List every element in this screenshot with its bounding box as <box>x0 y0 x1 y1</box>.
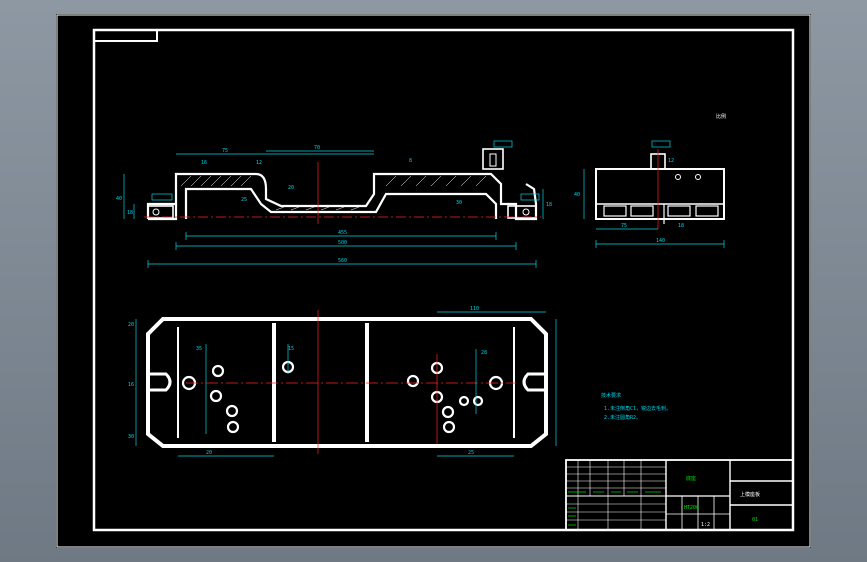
svg-text:8: 8 <box>409 158 412 164</box>
svg-text:25: 25 <box>468 450 474 456</box>
outer-frame <box>56 14 811 548</box>
svg-text:18: 18 <box>127 210 133 216</box>
plan-view: 110 20 16 30 20 25 35 15 28 <box>128 306 557 457</box>
side-view: 140 40 75 18 12 <box>574 140 725 248</box>
front-dim-overall: 560 <box>338 258 347 264</box>
svg-text:75: 75 <box>222 148 228 154</box>
title-material: HT200 <box>684 505 699 511</box>
svg-text:140: 140 <box>656 238 665 244</box>
svg-text:18: 18 <box>546 202 552 208</box>
svg-text:35: 35 <box>196 346 202 352</box>
title-part-name: 底座 <box>686 475 696 482</box>
svg-text:40: 40 <box>574 192 580 198</box>
svg-text:110: 110 <box>470 306 479 312</box>
svg-text:25: 25 <box>241 197 247 203</box>
title-sheet: 01 <box>752 517 758 523</box>
note-2: 2.未注圆角R2。 <box>604 414 641 421</box>
svg-text:12: 12 <box>256 160 262 166</box>
svg-text:16: 16 <box>201 160 207 166</box>
svg-text:30: 30 <box>456 200 462 206</box>
svg-text:15: 15 <box>288 346 294 352</box>
title-scale: 1:2 <box>701 522 710 528</box>
svg-text:16: 16 <box>128 382 134 388</box>
svg-text:40: 40 <box>116 196 122 202</box>
svg-text:70: 70 <box>314 145 320 151</box>
front-dim-inner: 455 <box>338 230 347 236</box>
inner-frame <box>92 28 795 532</box>
technical-notes: 技术要求 1.未注倒角C1，锐边去毛刺。 2.未注圆角R2。 <box>601 392 671 421</box>
front-view: 560 500 455 75 70 40 18 18 16 12 8 25 20… <box>116 140 552 268</box>
section-hatch <box>180 175 487 211</box>
svg-text:20: 20 <box>206 450 212 456</box>
note-1: 1.未注倒角C1，锐边去毛刺。 <box>604 405 671 412</box>
plan-holes <box>181 360 504 434</box>
svg-text:30: 30 <box>128 434 134 440</box>
cad-drawing: 比例 560 <box>56 14 811 548</box>
front-dim-span: 500 <box>338 240 347 246</box>
svg-text:20: 20 <box>128 322 134 328</box>
svg-text:20: 20 <box>288 185 294 191</box>
notes-title: 技术要求 <box>601 392 621 399</box>
svg-text:18: 18 <box>678 223 684 229</box>
corner-label-box <box>93 29 158 42</box>
title-drawing-title: 上模座板 <box>740 491 760 498</box>
svg-text:28: 28 <box>481 350 487 356</box>
scale-note: 比例 <box>716 113 726 120</box>
title-block: 底座 上模座板 HT200 1:2 01 <box>565 459 794 531</box>
svg-text:75: 75 <box>621 223 627 229</box>
svg-text:12: 12 <box>668 158 674 164</box>
cad-viewport[interactable]: 比例 560 <box>56 14 811 548</box>
